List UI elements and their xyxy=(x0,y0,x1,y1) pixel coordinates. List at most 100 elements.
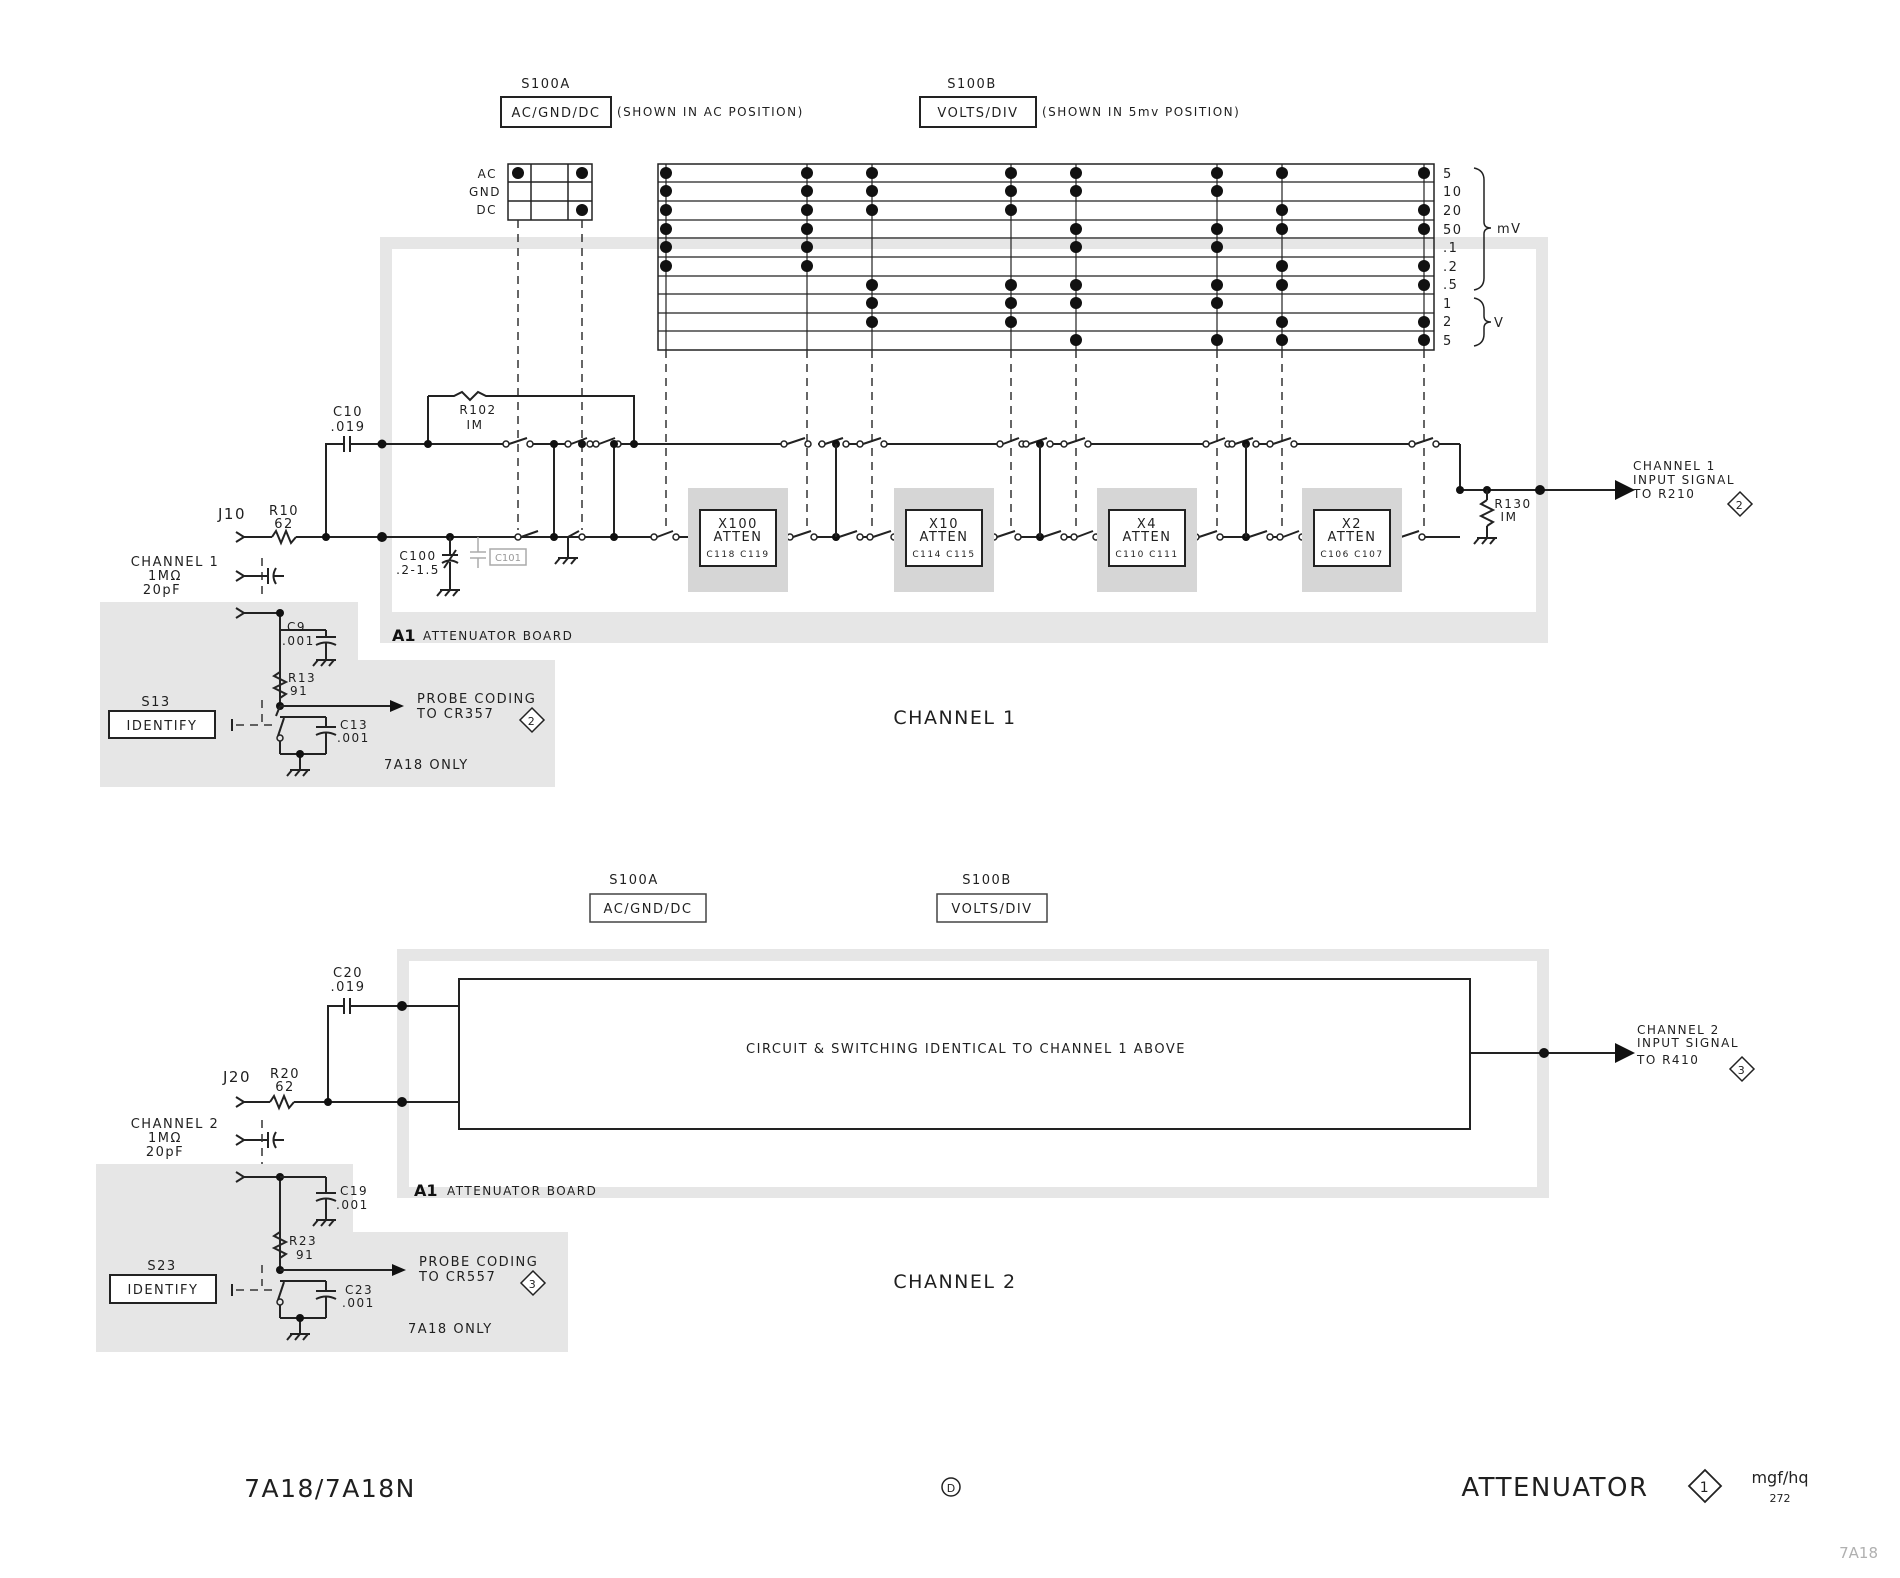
r10-ref: R10 xyxy=(269,504,299,519)
atten-name: X10 xyxy=(929,517,959,532)
grid-contact-dot xyxy=(801,185,813,197)
s100b-label: VOLTS/DIV xyxy=(937,106,1018,121)
grid-contact-dot xyxy=(1276,279,1288,291)
r20-ref: R20 xyxy=(270,1067,300,1082)
only-7a18-ch1: 7A18 ONLY xyxy=(384,758,469,773)
probe-coding-ch1: PROBE CODING xyxy=(417,692,536,707)
volts-row-label: 20 xyxy=(1443,204,1463,219)
c13-ref: C13 xyxy=(340,718,368,732)
grid-contact-dot xyxy=(1276,316,1288,328)
channel-2-input-label: CHANNEL 2 xyxy=(131,1117,220,1132)
r102-value: IM xyxy=(467,418,484,432)
r23-value: 91 xyxy=(296,1248,314,1262)
ch2-output-line3: TO R410 xyxy=(1636,1053,1699,1067)
c19-ref: C19 xyxy=(340,1184,368,1198)
grid-contact-dot xyxy=(1211,334,1223,346)
grid-contact-dot xyxy=(1418,204,1430,216)
atten-name: X4 xyxy=(1137,517,1157,532)
c19-value: .001 xyxy=(336,1198,369,1212)
grid-contact-dot xyxy=(1418,260,1430,272)
coupling-switch-grid xyxy=(507,163,593,221)
identify-label-ch1: IDENTIFY xyxy=(127,719,198,734)
grid-contact-dot xyxy=(801,167,813,179)
switch-linkages xyxy=(261,220,1425,722)
identify-button-ch2 xyxy=(109,1274,217,1304)
atten-sub: ATTEN xyxy=(920,530,969,545)
atten-sub: ATTEN xyxy=(1123,530,1172,545)
grid-contact-dot xyxy=(801,241,813,253)
grid-contact-dot xyxy=(1070,297,1082,309)
probe-ref-diamond-ch2: 3 xyxy=(519,1269,547,1297)
atten-name: X2 xyxy=(1342,517,1362,532)
grid-contact-dot xyxy=(1211,241,1223,253)
v-unit: V xyxy=(1494,316,1504,331)
grid-contact-dot xyxy=(1070,185,1082,197)
grid-contact-dot xyxy=(660,223,672,235)
corner-model-tag: 7A18 xyxy=(1839,1544,1878,1562)
grid-contact-dot xyxy=(801,260,813,272)
atten-caps: C110 C111 xyxy=(1115,550,1178,560)
revision-symbol xyxy=(941,1477,961,1497)
channel-2-title: CHANNEL 2 xyxy=(893,1271,1016,1293)
grid-contact-dot xyxy=(866,204,878,216)
c101-ref: C101 xyxy=(495,553,521,564)
atten-sub: ATTEN xyxy=(714,530,763,545)
ch2-s100b-ref: S100B xyxy=(962,873,1011,888)
grid-contact-dot xyxy=(1276,204,1288,216)
drawing-number: 272 xyxy=(1770,1492,1791,1505)
grid-contact-dot xyxy=(866,167,878,179)
svg-text:2: 2 xyxy=(528,715,537,728)
grid-contact-dot xyxy=(801,223,813,235)
ch1-output-line2: INPUT SIGNAL xyxy=(1633,473,1735,487)
volts-row-label: 1 xyxy=(1443,297,1453,312)
board-ref-ch2: A1 xyxy=(414,1181,438,1200)
grid-contact-dot xyxy=(1005,316,1017,328)
grid-contact-dot xyxy=(1211,185,1223,197)
volts-div-labels: 5 10 20 50 .1 .2 .5 1 2 5 mV V xyxy=(1443,167,1520,349)
grid-contact-dot xyxy=(660,167,672,179)
ch2-s100b-label: VOLTS/DIV xyxy=(951,902,1032,917)
s100a-ref: S100A xyxy=(521,77,570,92)
c23-ref: C23 xyxy=(345,1283,373,1297)
ch1-output-ref-diamond: 2 xyxy=(1726,490,1754,518)
c20-value: .019 xyxy=(331,980,366,995)
grid-contact-dot xyxy=(1070,241,1082,253)
ch2-s100a-label: AC/GND/DC xyxy=(604,902,693,917)
atten-sub: ATTEN xyxy=(1328,530,1377,545)
volts-row-label: 50 xyxy=(1443,223,1463,238)
grid-contact-dot xyxy=(660,260,672,272)
c13-value: .001 xyxy=(337,731,370,745)
grid-contact-dot xyxy=(866,297,878,309)
channel-2-impedance: 1MΩ xyxy=(148,1131,182,1146)
r13-value: 91 xyxy=(290,684,308,698)
c9-value: .001 xyxy=(282,634,315,648)
channel-1-capacitance: 20pF xyxy=(143,583,181,598)
svg-text:2: 2 xyxy=(1736,499,1745,512)
upper-switch-bus xyxy=(382,390,1461,490)
c100-ref: C100 xyxy=(399,549,436,563)
attenuator-x10: X10 ATTEN C114 C115 xyxy=(894,488,994,592)
svg-text:1: 1 xyxy=(1700,1480,1710,1496)
volts-row-label: 10 xyxy=(1443,185,1463,200)
s100b-box xyxy=(919,96,1037,128)
grid-contact-dot xyxy=(1211,167,1223,179)
volts-div-switch-grid xyxy=(657,163,1435,351)
s13-ref: S13 xyxy=(141,695,170,710)
channel-1-input-label: CHANNEL 1 xyxy=(131,555,220,570)
r20-value: 62 xyxy=(275,1080,295,1095)
grid-contact-dot xyxy=(1070,167,1082,179)
only-7a18-ch2: 7A18 ONLY xyxy=(408,1322,493,1337)
grid-contact-dot xyxy=(1276,260,1288,272)
ch2-output-line2: INPUT SIGNAL xyxy=(1637,1036,1739,1050)
probe-target-ch2: TO CR557 xyxy=(418,1270,496,1285)
svg-text:3: 3 xyxy=(529,1278,538,1291)
atten-caps: C106 C107 xyxy=(1320,550,1383,560)
grid-contact-dot xyxy=(1070,223,1082,235)
ch2-input-wiring xyxy=(235,998,1635,1286)
grid-contact-dot xyxy=(660,241,672,253)
grid-contact-dot xyxy=(1418,279,1430,291)
r130-value: IM xyxy=(1501,510,1518,524)
atten-caps: C118 C119 xyxy=(706,550,769,560)
c9-ref: C9 xyxy=(287,620,306,634)
